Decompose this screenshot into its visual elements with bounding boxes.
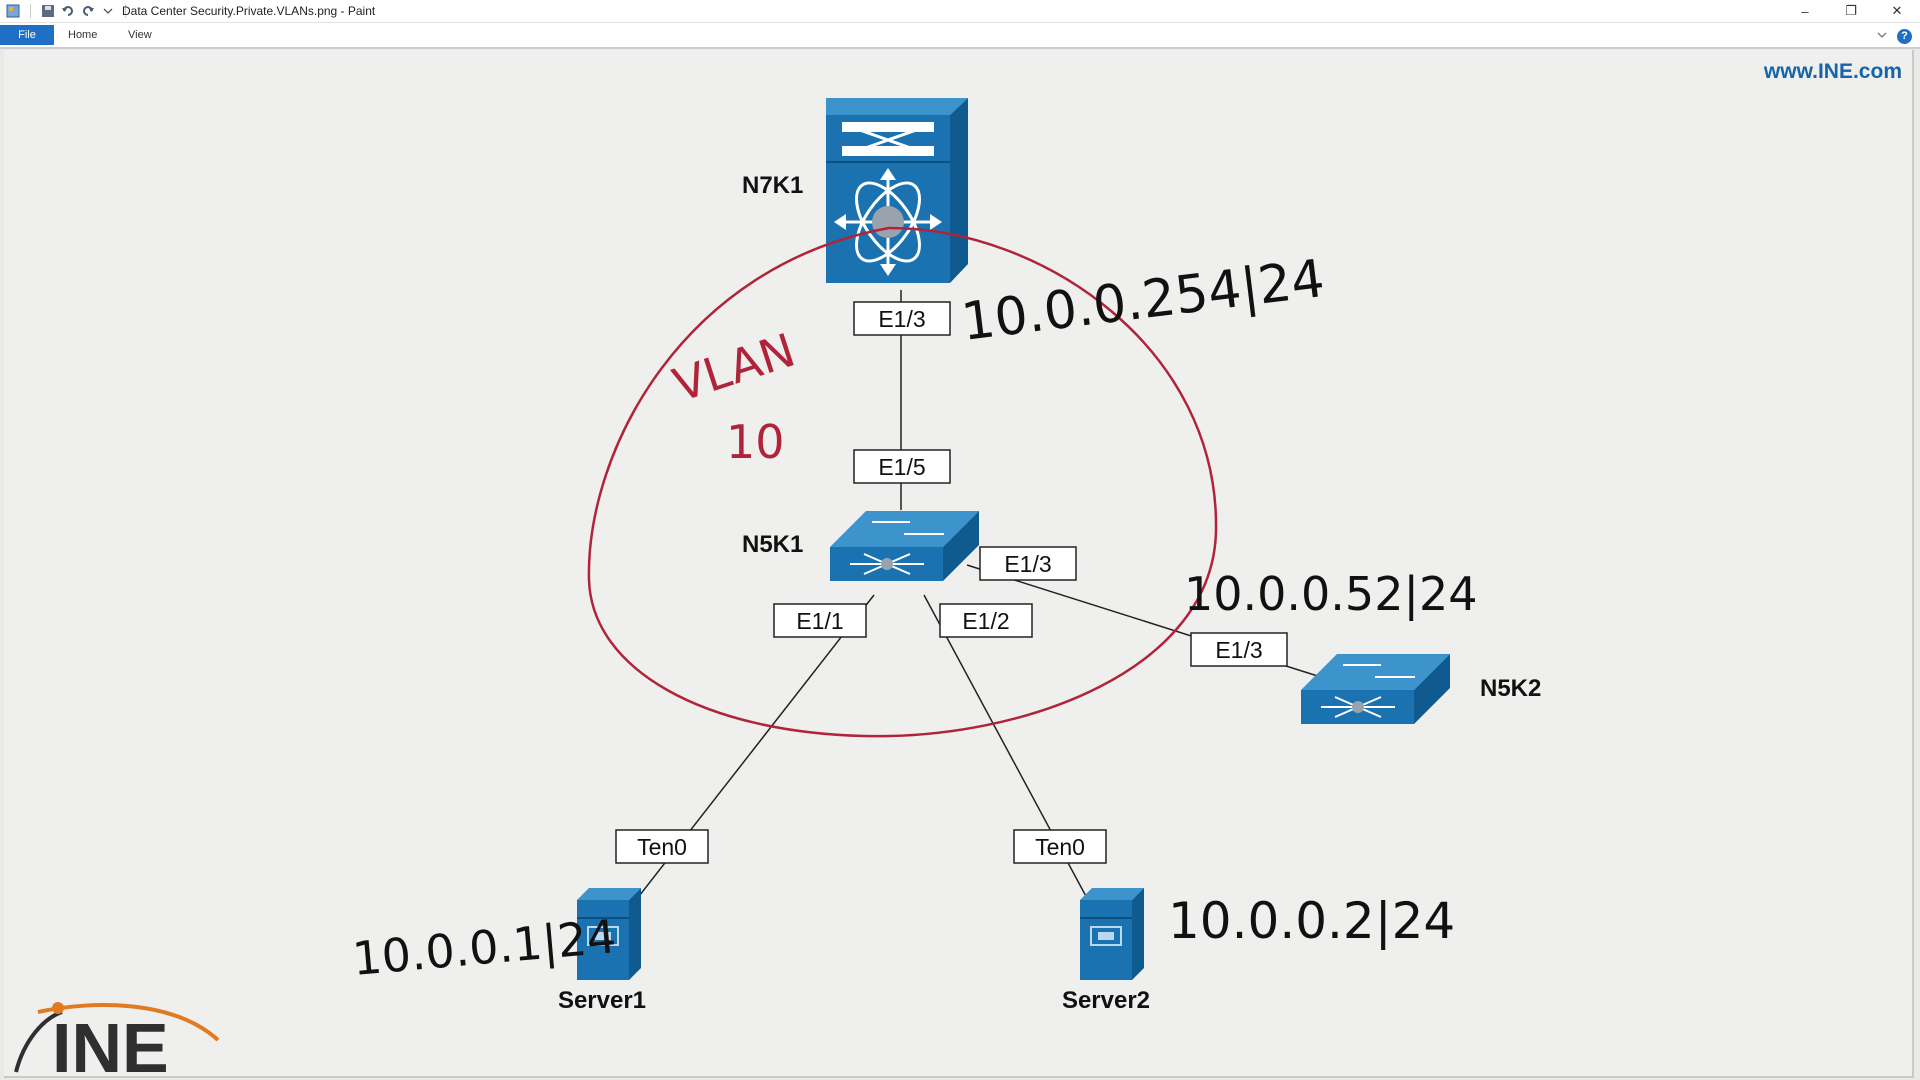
port-labels: E1/3 E1/5 E1/3 E1/1 E1/2 (615, 301, 1288, 864)
vlan-10-circle-annotation (587, 226, 1218, 738)
window-controls: – ❐ ✕ (1782, 0, 1920, 22)
quick-access-toolbar (6, 2, 130, 20)
n5k2-switch-icon[interactable] (1301, 654, 1450, 724)
port-n5k1-e15: E1/5 (853, 449, 951, 484)
device-label-server2: Server2 (1062, 987, 1150, 1014)
tab-file[interactable]: File (0, 25, 54, 45)
device-label-n5k2: N5K2 (1480, 675, 1541, 702)
close-button[interactable]: ✕ (1891, 3, 1903, 18)
port-n5k2-e13: E1/3 (1190, 632, 1288, 667)
svg-text:E1/5: E1/5 (878, 454, 925, 480)
ribbon-right-controls: ? (1877, 27, 1912, 45)
server1-icon[interactable] (577, 888, 641, 980)
ine-url-watermark: www.INE.com (1763, 60, 1902, 83)
tab-home[interactable]: Home (68, 29, 98, 41)
svg-text:E1/1: E1/1 (796, 608, 843, 634)
svg-text:Ten0: Ten0 (637, 834, 687, 860)
n5k1-switch-icon[interactable] (830, 511, 979, 581)
vlan-annotation-line2: 10 (726, 415, 785, 469)
svg-text:E1/3: E1/3 (1004, 551, 1051, 577)
port-n5k1-e11: E1/1 (773, 603, 867, 638)
ip-annotation-n7k1: 10.0.0.254|24 (958, 249, 1327, 353)
window-title: Data Center Security.Private.VLANs.png -… (122, 4, 376, 18)
svg-text:E1/3: E1/3 (878, 306, 925, 332)
paint-canvas[interactable]: E1/3 E1/5 E1/3 E1/1 E1/2 (4, 50, 1914, 1078)
paint-app-icon[interactable] (6, 4, 20, 18)
port-server1-ten0: Ten0 (615, 829, 709, 864)
device-label-server1: Server1 (558, 987, 646, 1014)
tab-view[interactable]: View (128, 29, 152, 41)
svg-text:E1/3: E1/3 (1215, 637, 1262, 663)
customize-toolbar-chevron-icon[interactable] (101, 4, 115, 18)
port-n5k1-e13: E1/3 (979, 546, 1077, 581)
svg-text:E1/2: E1/2 (962, 608, 1009, 634)
svg-text:Ten0: Ten0 (1035, 834, 1085, 860)
port-n5k1-e12: E1/2 (939, 603, 1033, 638)
minimize-button[interactable]: – (1801, 3, 1809, 19)
ribbon-tabs: File Home View ? (0, 23, 1920, 49)
device-label-n5k1: N5K1 (742, 531, 803, 558)
undo-icon[interactable] (61, 4, 75, 18)
device-label-n7k1: N7K1 (742, 172, 803, 199)
port-server2-ten0: Ten0 (1013, 829, 1107, 864)
port-n7k1-e13: E1/3 (853, 301, 951, 336)
save-icon[interactable] (41, 4, 55, 18)
svg-text:INE: INE (52, 1009, 169, 1076)
network-diagram: E1/3 E1/5 E1/3 E1/1 E1/2 (14, 60, 1902, 1076)
ribbon-collapse-chevron-icon[interactable] (1877, 27, 1887, 45)
title-bar: Data Center Security.Private.VLANs.png -… (0, 0, 1920, 23)
ine-logo-icon: INE (14, 1002, 220, 1076)
n7k1-switch-icon[interactable] (826, 98, 968, 283)
ip-annotation-server2: 10.0.0.2|24 (1168, 892, 1455, 950)
ip-annotation-n5k2: 10.0.0.52|24 (1184, 567, 1478, 622)
redo-icon[interactable] (81, 4, 95, 18)
help-icon[interactable]: ? (1897, 28, 1912, 44)
server2-icon[interactable] (1080, 888, 1144, 980)
maximize-button[interactable]: ❐ (1845, 3, 1857, 18)
